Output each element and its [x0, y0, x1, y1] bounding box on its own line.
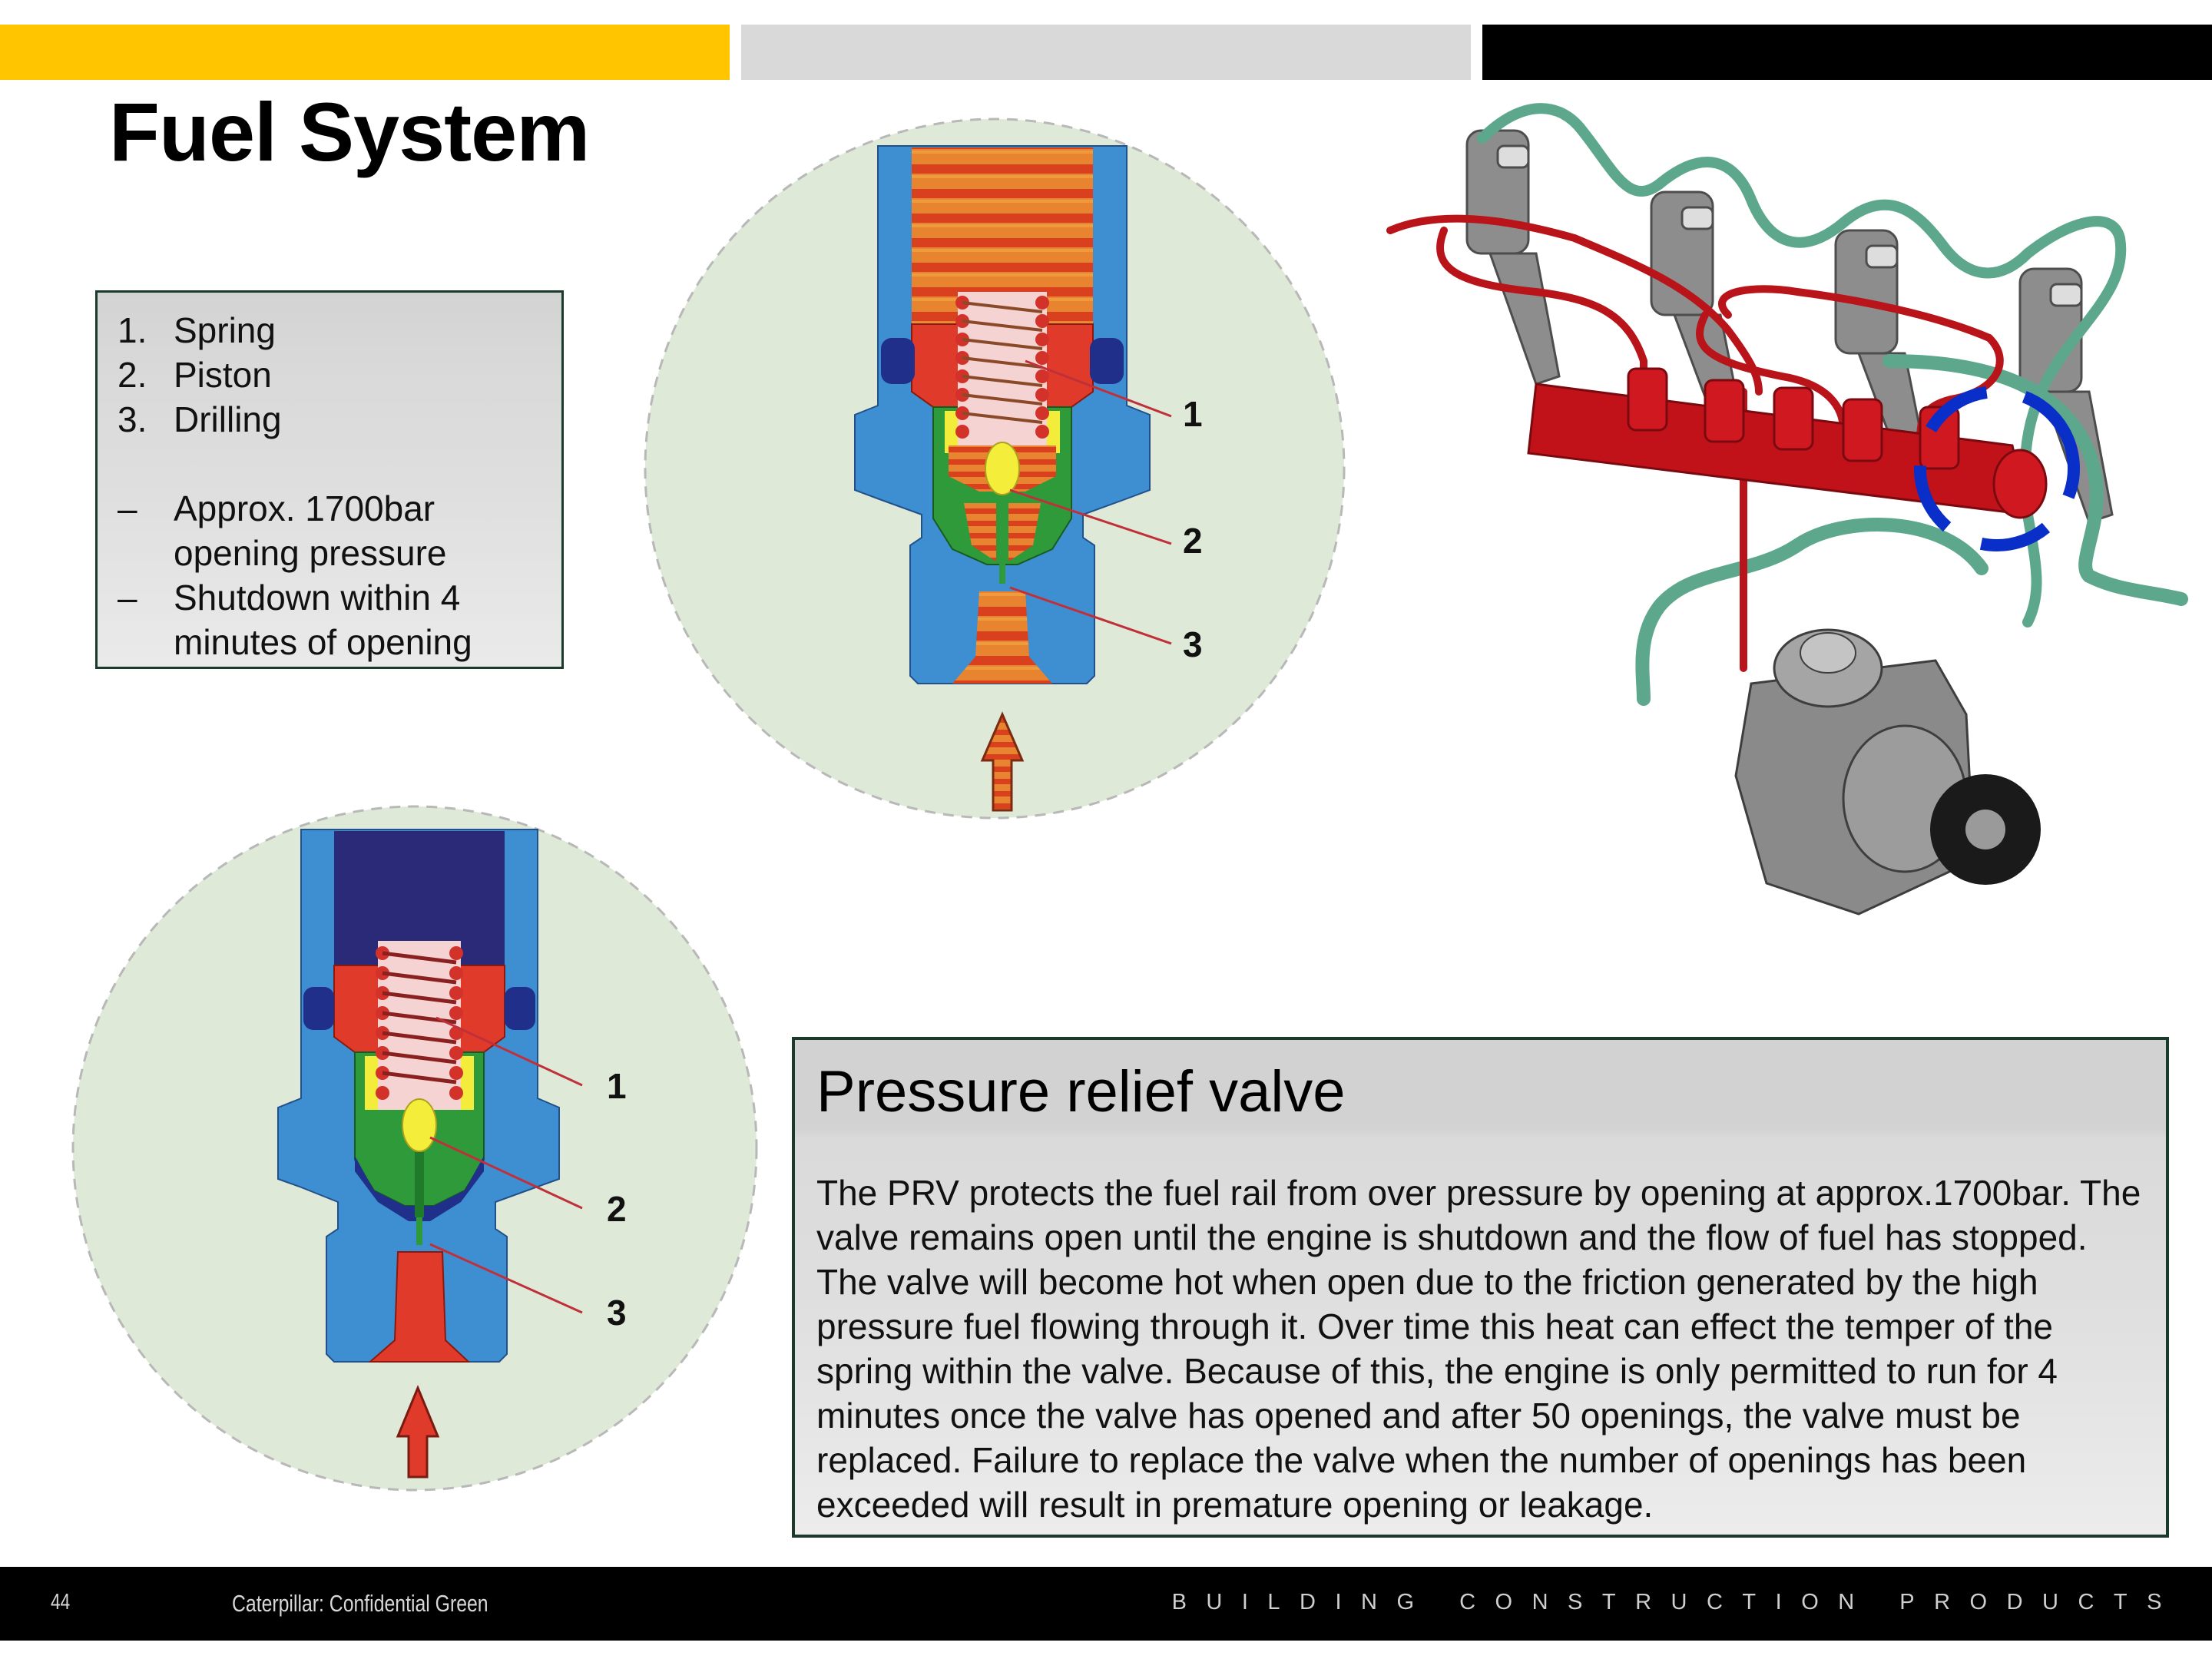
legend-box: 1. Spring 2. Piston 3. Drilling – Approx…	[95, 290, 564, 669]
legend-marker: 2.	[118, 355, 147, 395]
page-number: 44	[51, 1590, 71, 1614]
callout-2: 2	[607, 1189, 627, 1229]
o-ring-left	[881, 338, 915, 384]
footer: 44 Caterpillar: Confidential Green BUILD…	[0, 1567, 2212, 1641]
o-ring-left	[303, 987, 334, 1030]
callout-2: 2	[1183, 521, 1203, 561]
legend-note: – Approx. 1700bar opening pressure	[118, 486, 561, 575]
o-ring-right	[505, 987, 535, 1030]
confidentiality-label: Caterpillar: Confidential Green	[232, 1590, 488, 1617]
fuel-rail	[1527, 367, 2048, 519]
pressure-relief-valve	[1992, 449, 2048, 519]
drilling	[416, 1217, 422, 1245]
legend-marker: 3.	[118, 399, 147, 439]
inlet-passage	[368, 1251, 471, 1363]
page-title: Fuel System	[109, 85, 590, 178]
info-body: The PRV protects the fuel rail from over…	[816, 1173, 2141, 1525]
legend-item: 2. Piston	[118, 353, 561, 397]
inlet-passage	[952, 591, 1052, 684]
legend-item: 1. Spring	[118, 308, 561, 353]
spring	[955, 292, 1049, 445]
legend-note: – Shutdown within 4 minutes of opening	[118, 575, 561, 664]
legend-label: Spring	[174, 310, 276, 350]
info-title: Pressure relief valve	[816, 1059, 1346, 1124]
legend-note-text: Shutdown within 4 minutes of opening	[174, 578, 472, 662]
callout-1: 1	[607, 1066, 627, 1106]
piston	[985, 442, 1020, 495]
injector	[1465, 129, 1561, 386]
header-stripe-yellow	[0, 25, 730, 80]
callout-3: 3	[607, 1293, 627, 1333]
callout-1: 1	[1183, 394, 1203, 434]
fuel-system-illustration	[1386, 103, 2188, 916]
leader-lines	[1009, 359, 1172, 645]
up-arrow-icon	[396, 1385, 440, 1479]
header-stripe-gray	[741, 25, 1471, 80]
spring	[376, 941, 463, 1110]
piston	[402, 1098, 437, 1152]
up-arrow-icon	[980, 711, 1025, 812]
legend-note-text: Approx. 1700bar opening pressure	[174, 488, 447, 573]
legend-item: 3. Drilling	[118, 397, 561, 442]
dash-bullet: –	[118, 578, 137, 618]
brand-tagline: BUILDING CONSTRUCTION PRODUCTS	[1171, 1590, 2181, 1614]
valve-diagram-open: 1 2 3	[644, 118, 1346, 820]
valve-diagram-closed: 1 2 3	[71, 805, 758, 1492]
header-stripe-black	[1482, 25, 2212, 80]
injectors	[1465, 129, 2114, 524]
legend-spacer	[118, 442, 561, 486]
legend-label: Drilling	[174, 399, 282, 439]
legend-marker: 1.	[118, 310, 147, 350]
prv-highlight-ring	[1914, 386, 2080, 551]
high-pressure-pump	[1734, 628, 2041, 916]
dash-bullet: –	[118, 488, 137, 528]
drilling	[999, 561, 1005, 584]
drive-gear-icon	[1930, 774, 2041, 885]
callout-3: 3	[1183, 624, 1203, 664]
o-ring-right	[1090, 338, 1124, 384]
leader-lines	[429, 1016, 583, 1314]
info-box: Pressure relief valve The PRV protects t…	[792, 1037, 2169, 1538]
high-pressure-lines	[1386, 214, 2004, 672]
legend-label: Piston	[174, 355, 272, 395]
